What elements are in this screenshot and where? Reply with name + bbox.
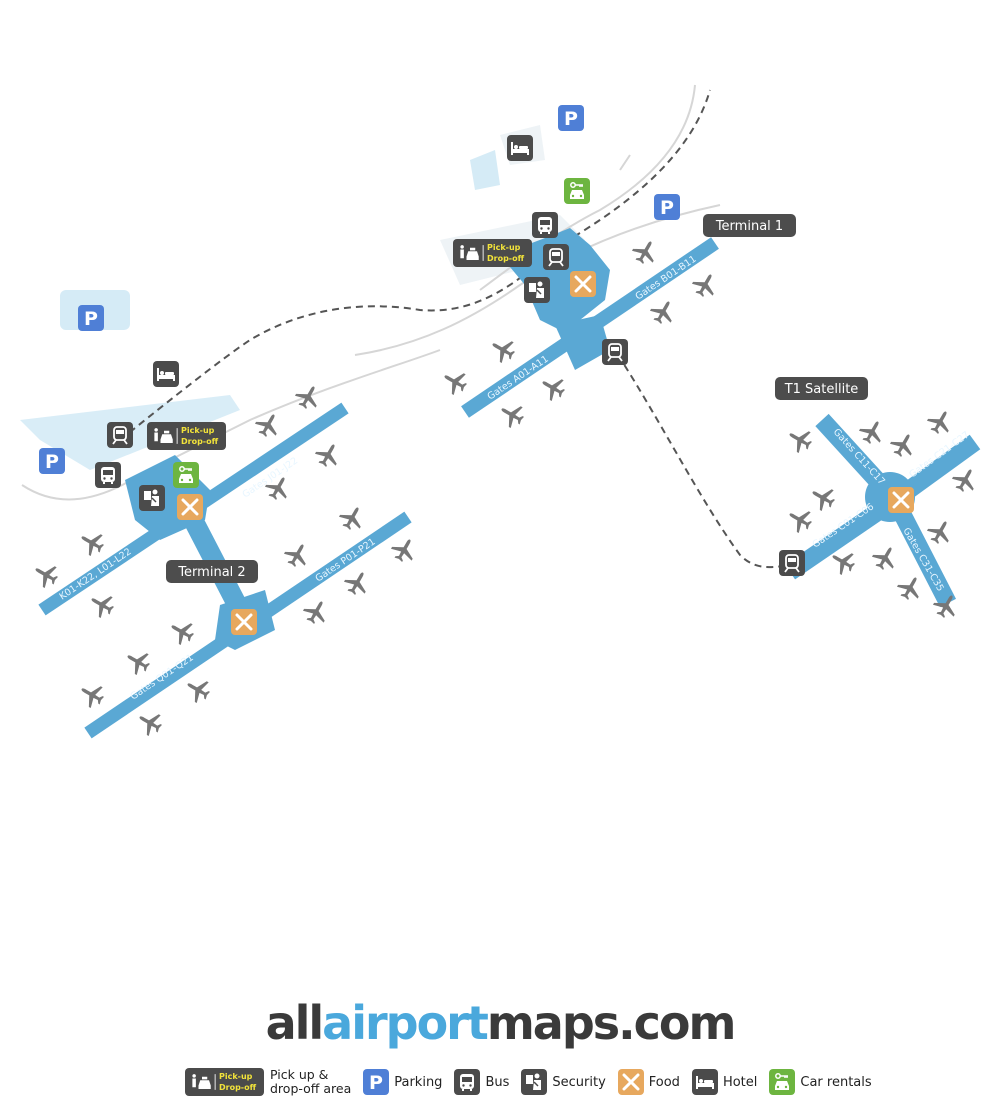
legend-hotel: Hotel — [691, 1069, 757, 1095]
plane-icon — [855, 415, 889, 448]
svg-text:P: P — [45, 451, 59, 473]
svg-text:Terminal 1: Terminal 1 — [715, 219, 783, 234]
plane-icon — [783, 503, 816, 537]
plane-icon — [75, 678, 108, 712]
plane-icon — [868, 541, 902, 574]
train-icon[interactable] — [602, 339, 628, 365]
plane-icon — [923, 405, 957, 438]
car-rental-icon[interactable] — [173, 462, 199, 488]
security-icon — [521, 1069, 548, 1095]
svg-text:P: P — [369, 1072, 383, 1094]
car-rental-icon[interactable] — [564, 178, 590, 204]
plane-icon — [886, 428, 920, 461]
food-icon[interactable] — [570, 271, 596, 297]
train-icon[interactable] — [779, 550, 805, 576]
svg-text:Drop-off: Drop-off — [181, 437, 219, 446]
hotel-icon[interactable] — [153, 361, 179, 387]
svg-text:T1 Satellite: T1 Satellite — [784, 382, 859, 397]
plane-icon — [438, 365, 471, 399]
plane-icon — [251, 408, 285, 441]
legend-bus: Bus — [454, 1069, 509, 1095]
airport-map: K01-K22, L01-L22 Gates J01-J22 Gates P01… — [20, 84, 982, 740]
plane-icon — [75, 526, 108, 560]
plane-icon — [806, 481, 839, 515]
plane-icon — [340, 566, 374, 599]
plane-icon — [893, 571, 927, 604]
train-icon[interactable] — [543, 244, 569, 270]
parking-icon[interactable]: P — [78, 305, 104, 331]
gate-label-b: Gates B01-B11 — [634, 254, 699, 303]
svg-text:Drop-off: Drop-off — [219, 1083, 257, 1092]
hotel-icon — [691, 1069, 718, 1095]
security-icon[interactable] — [139, 485, 165, 511]
plane-icon — [291, 380, 325, 413]
roads — [21, 84, 721, 501]
svg-text:P: P — [84, 308, 98, 330]
hotel-icon[interactable] — [507, 135, 533, 161]
plane-icon — [335, 501, 369, 534]
car-rental-icon — [769, 1069, 796, 1095]
svg-text:Pick-up: Pick-up — [181, 426, 215, 435]
map-icons: P P P P — [39, 105, 914, 635]
plane-icon — [536, 371, 569, 405]
plane-icon — [165, 615, 198, 649]
terminal-label-t1[interactable]: Terminal 1 — [703, 214, 796, 237]
plane-icon — [133, 706, 166, 740]
bus-icon[interactable] — [95, 462, 121, 488]
food-icon — [617, 1069, 644, 1095]
svg-text:Pick-up: Pick-up — [487, 243, 521, 252]
food-icon[interactable] — [177, 494, 203, 520]
legend-security: Security — [521, 1069, 606, 1095]
terminal-label-t2[interactable]: Terminal 2 — [166, 560, 258, 583]
svg-text:Terminal 2: Terminal 2 — [177, 565, 245, 580]
plane-icon — [628, 235, 662, 268]
plane-icon — [121, 645, 154, 679]
plane-icon — [646, 295, 680, 328]
food-icon[interactable] — [231, 609, 257, 635]
pickup-dropoff-badge-t2[interactable]: Pick-up Drop-off — [147, 422, 226, 450]
gate-label-c1: Gates C11-C17 — [831, 427, 887, 488]
t1-hub — [555, 315, 610, 370]
plane-icon — [948, 463, 982, 496]
parking-icon: P — [363, 1069, 390, 1095]
legend-food: Food — [617, 1069, 680, 1095]
train-lines — [119, 89, 791, 569]
plane-icon — [299, 595, 333, 628]
legend-parking: P Parking — [363, 1069, 442, 1095]
gate-label-kl: K01-K22, L01-L22 — [58, 546, 134, 602]
parking-icon[interactable]: P — [654, 194, 680, 220]
svg-text:Drop-off: Drop-off — [487, 254, 525, 263]
legend-car-rentals: Car rentals — [769, 1069, 872, 1095]
bus-icon — [454, 1069, 481, 1095]
svg-text:P: P — [660, 197, 674, 219]
plane-icon — [783, 423, 816, 457]
train-icon[interactable] — [107, 422, 133, 448]
svg-text:Pick-up: Pick-up — [219, 1072, 253, 1081]
plane-icon — [688, 268, 722, 301]
parking-icon[interactable]: P — [558, 105, 584, 131]
bus-icon[interactable] — [532, 212, 558, 238]
plane-icon — [29, 558, 62, 592]
plane-icon — [495, 398, 528, 432]
svg-text:P: P — [564, 108, 578, 130]
plane-icon — [181, 673, 214, 707]
gate-label-a: Gates A01-A11 — [486, 354, 551, 403]
plane-icon — [923, 515, 957, 548]
plane-icon — [387, 533, 421, 566]
plane-icon — [311, 438, 345, 471]
security-icon[interactable] — [524, 277, 550, 303]
plane-icon — [280, 538, 314, 571]
plane-icon — [85, 588, 118, 622]
pickup-dropoff-badge-t1[interactable]: Pick-up Drop-off — [453, 239, 532, 267]
food-icon[interactable] — [888, 487, 914, 513]
logo: allairportmaps.com — [265, 996, 737, 1050]
gate-label-p: Gates P01-P21 — [314, 536, 378, 584]
terminal-label-satellite[interactable]: T1 Satellite — [775, 377, 868, 400]
plane-icon — [486, 333, 519, 367]
parking-icon[interactable]: P — [39, 448, 65, 474]
